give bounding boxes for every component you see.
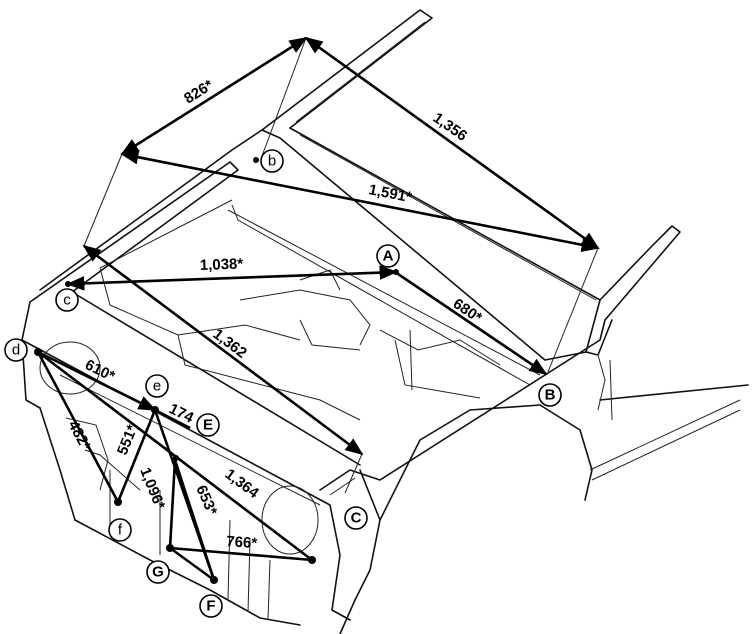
dim-line-1038 [66,265,398,291]
dim-line-766 [169,546,313,562]
svg-text:F: F [206,598,215,615]
svg-text:G: G [152,564,164,581]
dimension-lines [34,36,600,584]
point-marker-B: B [538,383,562,407]
svg-text:e: e [153,378,161,395]
dim-line-482 [36,351,120,503]
dim-line-1591 [120,150,600,252]
reference-points: A B C E F G b c d e f [4,149,562,618]
dim-label-174: 174 [166,400,197,427]
point-marker-e: e [145,374,169,398]
dim-line-551 [116,409,157,503]
dim-line-174 [154,408,191,430]
point-marker-E: E [196,413,220,437]
point-marker-C: C [344,506,368,530]
dim-line-653 [168,459,177,549]
dim-line-1356 [304,36,600,250]
point-marker-f: f [108,518,132,542]
point-marker-G: G [146,560,170,584]
svg-text:B: B [545,387,556,404]
point-marker-d: d [4,338,28,362]
dim-label-826: 826* [181,77,216,108]
dim-label-1096: 1,096* [136,465,168,512]
svg-text:C: C [351,510,362,527]
dim-label-766: 766* [226,533,258,552]
point-marker-F: F [199,594,223,618]
dim-line-680 [397,272,548,376]
svg-text:A: A [383,248,394,265]
dim-line-826 [120,36,308,156]
svg-text:b: b [268,153,276,170]
dim-label-1038: 1,038* [200,255,244,274]
svg-text:d: d [12,342,20,359]
vehicle-body-outline [21,9,749,634]
dim-line-1362 [82,244,364,456]
svg-text:E: E [203,417,213,434]
point-marker-b: b [260,149,284,173]
svg-text:f: f [118,522,123,539]
point-marker-c: c [55,288,79,312]
svg-text:c: c [63,292,71,309]
dim-line-610 [37,350,157,412]
dim-label-1356: 1,356 [430,109,471,144]
point-marker-A: A [376,244,400,268]
